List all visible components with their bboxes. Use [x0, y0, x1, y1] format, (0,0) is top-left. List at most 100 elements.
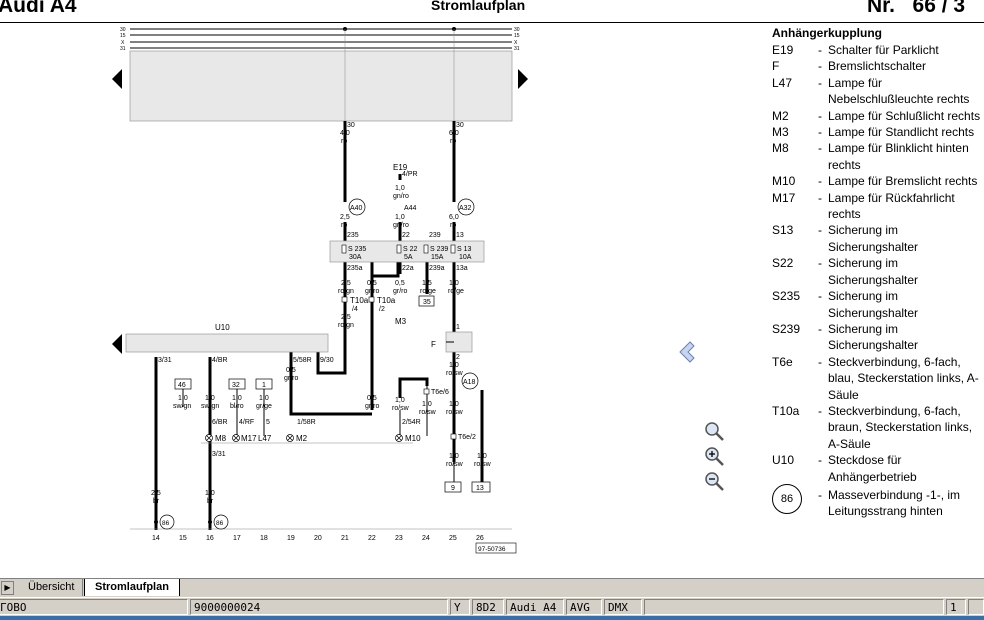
e19-pin: 4/PR: [402, 171, 418, 178]
fuse-in: 22: [402, 232, 410, 239]
legend-code: S235: [772, 289, 801, 304]
legend-code: T10a: [772, 403, 800, 418]
pin-label: 3/31: [158, 357, 172, 364]
page-prev-arrow[interactable]: [112, 69, 122, 89]
zoom-icon[interactable]: [703, 420, 725, 442]
svg-text:M17: M17: [241, 434, 257, 443]
wire-gauge: 2,5: [341, 314, 351, 321]
fuse-out: 13a: [456, 265, 468, 272]
legend-desc: Steckverbindung, 6-fach, braun, Steckers…: [828, 403, 973, 451]
pan-controls[interactable]: [679, 321, 700, 383]
wire-color: gr/ro: [365, 403, 380, 410]
status-engine: AVG: [566, 599, 602, 615]
svg-text:19: 19: [287, 535, 295, 542]
e19-label: E19: [393, 163, 408, 172]
status-model: Audi A4: [506, 599, 564, 615]
status-gear: DMX: [604, 599, 642, 615]
fuse-out: 239a: [429, 265, 445, 272]
legend-code: S22: [772, 256, 794, 271]
status-bar: ГОВО 9000000024 Y 8D2 Audi A4 AVG DMX 1: [0, 597, 984, 617]
wire-gauge: 0,5: [286, 367, 296, 374]
fuse-in: 235: [347, 232, 359, 239]
box-1: 1: [255, 378, 273, 390]
wire-color: ro/ge: [420, 288, 436, 295]
svg-text:22: 22: [368, 535, 376, 542]
connector-a40: A40: [348, 198, 366, 216]
wire-color: sw/gn: [201, 403, 219, 410]
fuse-out: 22a: [402, 265, 414, 272]
status-order-number: 9000000024: [190, 599, 448, 615]
page-next-arrow[interactable]: [518, 69, 528, 89]
legend-item: S239-Sicherung im Sicherungshalter: [772, 321, 984, 354]
wire-color: ro/sw: [446, 370, 464, 377]
svg-text:L47: L47: [258, 434, 272, 443]
wire-gauge: 0,5: [367, 280, 377, 287]
svg-text:24: 24: [422, 535, 430, 542]
svg-text:86: 86: [216, 520, 224, 527]
zoom-out-icon[interactable]: [703, 470, 725, 492]
wire-gauge: 1,0: [259, 395, 269, 402]
wire-color: ro: [450, 138, 456, 145]
box-35: 35: [418, 295, 435, 307]
legend-item: L47-Lampe für Nebelschlußleuchte rechts: [772, 75, 984, 108]
svg-text:1: 1: [262, 382, 266, 389]
rail-label: X: [121, 40, 125, 46]
svg-text:46: 46: [178, 382, 186, 389]
rail-label: 15: [514, 33, 520, 39]
page-header: Audi A4 Stromlaufplan Nr. 66 / 3: [0, 0, 984, 23]
document-type: Stromlaufplan: [431, 0, 526, 13]
legend-item: T10a-Steckverbindung, 6-fach, braun, Ste…: [772, 403, 984, 452]
rail-label: 15: [120, 33, 126, 39]
svg-text:S 22: S 22: [403, 246, 418, 253]
svg-text:M8: M8: [215, 434, 227, 443]
lamp-m2: M2: [286, 434, 308, 443]
tab-scroll-right-icon[interactable]: ▶: [1, 581, 14, 595]
wire-color: ro: [341, 138, 347, 145]
svg-text:15: 15: [179, 535, 187, 542]
wire-gauge: 1,5: [422, 280, 432, 287]
legend-desc: Schalter für Parklicht: [828, 43, 939, 57]
lamp-m17: M17: [232, 434, 257, 443]
sheet-tab-bar: ▶ Übersicht Stromlaufplan: [0, 578, 984, 597]
legend-desc: Lampe für Bremslicht rechts: [828, 174, 978, 189]
legend-item: M2-Lampe für Schlußlicht rechts: [772, 108, 984, 124]
zoom-in-icon[interactable]: [703, 445, 725, 467]
status-user: ГОВО: [0, 599, 188, 615]
tab-uebersicht[interactable]: Übersicht: [14, 579, 84, 596]
legend-code: T6e: [772, 354, 793, 369]
box-9: 9: [444, 481, 462, 493]
status-empty: [968, 599, 984, 615]
svg-text:F: F: [431, 340, 436, 349]
legend-item: S235-Sicherung im Sicherungshalter: [772, 288, 984, 321]
legend-desc: Masseverbindung -1-, im Leitungsstrang h…: [828, 487, 961, 519]
wiring-diagram: 30 15 X 31 30 15 X 31: [112, 27, 700, 554]
wire-color: br: [207, 498, 214, 505]
svg-text:16: 16: [206, 535, 214, 542]
svg-text:18: 18: [260, 535, 268, 542]
central-electrics-box: [129, 50, 513, 122]
svg-text:A44: A44: [404, 205, 417, 212]
svg-text:97-50736: 97-50736: [478, 546, 506, 553]
svg-text:T6e/2: T6e/2: [458, 434, 476, 441]
svg-text:/4: /4: [352, 306, 358, 313]
pin-label: 5/58R: [293, 357, 312, 364]
status-flag: Y: [450, 599, 470, 615]
connector-t10a-2: T10a /2: [368, 296, 396, 313]
fuse-holder: [329, 240, 485, 263]
legend-code: M10: [772, 174, 796, 189]
svg-text:M2: M2: [296, 434, 308, 443]
legend-code: S239: [772, 321, 801, 336]
pan-left-icon[interactable]: [679, 341, 695, 363]
tab-stromlaufplan[interactable]: Stromlaufplan: [84, 579, 180, 596]
wire-gauge: 2,5: [340, 214, 350, 221]
connector-t6e-6: T6e/6: [423, 388, 449, 396]
svg-text:A18: A18: [463, 379, 476, 386]
legend-panel: Anhängerkupplung E19-Schalter für Parkli…: [772, 26, 984, 578]
status-page: 1: [946, 599, 966, 615]
pin-label: 1/58R: [297, 419, 316, 426]
rail-label: 30: [120, 27, 126, 33]
wire-gauge: 1,0: [178, 395, 188, 402]
wire-color: ro/sw: [446, 461, 464, 468]
legend-desc: Steckdose für Anhängerbetrieb: [828, 453, 917, 484]
svg-text:9: 9: [451, 485, 455, 492]
